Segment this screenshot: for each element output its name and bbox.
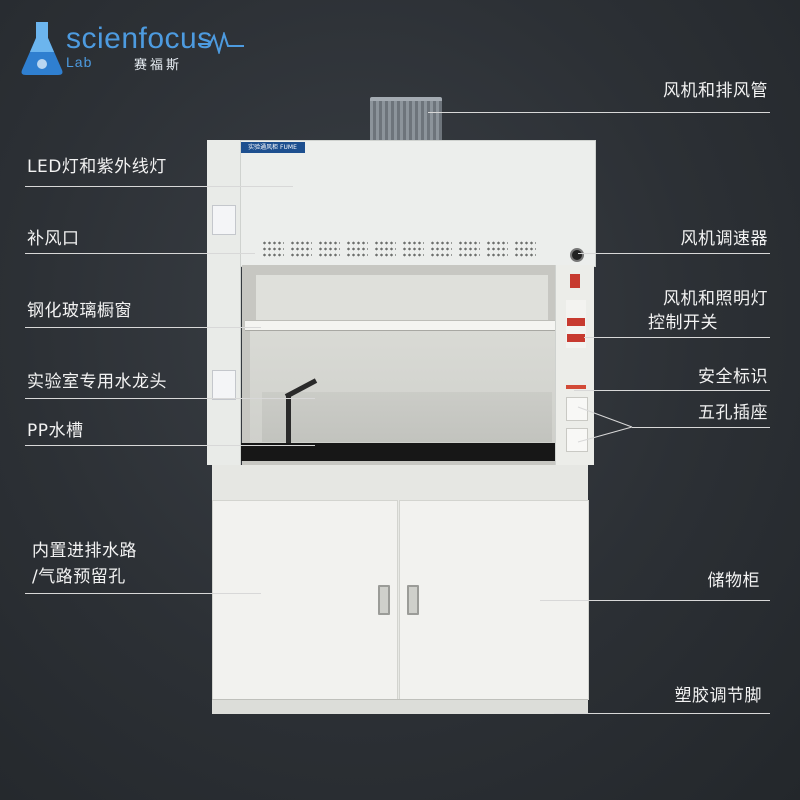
leader-line	[578, 253, 770, 254]
glass-sash-bar	[245, 320, 555, 331]
hood-left-frame	[207, 140, 241, 465]
leader-line	[574, 390, 770, 391]
leader-line	[554, 713, 770, 714]
leader-line	[584, 337, 770, 338]
interior-back-wall	[262, 392, 552, 442]
logo-chinese: 赛福斯	[134, 58, 183, 73]
label-led-uv: LED灯和紫外线灯	[27, 157, 167, 177]
pulse-icon	[198, 32, 244, 54]
label-socket: 五孔插座	[698, 403, 768, 423]
adjustable-feet	[212, 699, 588, 714]
label-feet: 塑胶调节脚	[674, 686, 762, 706]
label-fan-duct: 风机和排风管	[663, 81, 768, 101]
leader-line	[632, 427, 770, 428]
qr-sticker	[212, 205, 236, 235]
label-faucet: 实验室专用水龙头	[27, 372, 167, 392]
label-sink: PP水槽	[27, 421, 84, 441]
label-safety-mark: 安全标识	[698, 367, 768, 387]
label-holes-line1: 内置进排水路	[32, 541, 137, 561]
logo-sub: Lab	[66, 54, 93, 70]
socket-icon	[566, 428, 588, 452]
label-air-supply: 补风口	[27, 229, 80, 249]
speed-knob-icon	[570, 248, 584, 262]
label-holes-line2: /气路预留孔	[32, 567, 126, 587]
light-switch-icon	[567, 334, 585, 342]
logo-wordmark: scienfocus	[66, 22, 213, 55]
leader-line	[25, 186, 293, 187]
label-switch-line2: 控制开关	[648, 313, 718, 333]
faucet-icon	[286, 395, 291, 445]
flask-icon	[21, 22, 63, 75]
safety-stripe	[566, 385, 586, 389]
hood-nameplate: 实验通风柜 FUME HOOD	[240, 142, 305, 153]
label-fan-speed: 风机调速器	[680, 229, 768, 249]
door-handle-icon	[378, 585, 390, 615]
leader-line	[25, 593, 261, 594]
warning-label	[570, 274, 580, 288]
info-sticker	[212, 370, 236, 400]
fan-switch-icon	[567, 318, 585, 326]
sink-countertop	[238, 443, 556, 461]
leader-line	[428, 112, 770, 113]
leader-line	[25, 253, 255, 254]
leader-line	[25, 398, 315, 399]
label-glass-window: 钢化玻璃橱窗	[27, 301, 132, 321]
socket-leader-lines	[577, 406, 633, 443]
upper-glass	[256, 275, 548, 320]
label-switch-line1: 风机和照明灯	[663, 289, 768, 309]
cabinet-base-panel	[212, 465, 588, 501]
leader-line	[540, 600, 770, 601]
door-handle-icon	[407, 585, 419, 615]
leader-line	[25, 327, 261, 328]
leader-line	[25, 445, 315, 446]
air-supply-vents	[262, 240, 546, 262]
socket-icon	[566, 397, 588, 421]
label-storage: 储物柜	[707, 571, 760, 591]
cabinet-door-left	[212, 500, 398, 700]
